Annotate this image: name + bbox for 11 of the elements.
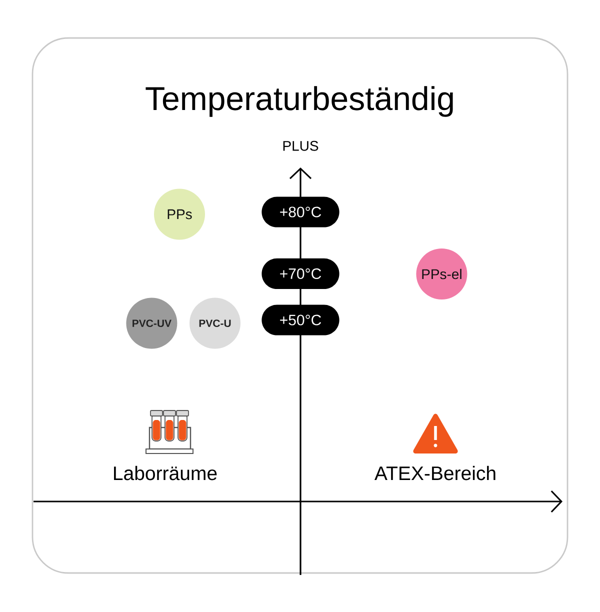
pill-node: +80°C [262,196,340,228]
axis-label: PLUS [283,140,318,151]
circle-node: PVC-UV [126,298,178,349]
title: Temperaturbeständig [146,86,453,117]
circle-node: PVC-U [190,298,240,349]
circle-node: PPs-el [416,248,468,300]
area-label: Laborräume [114,466,217,480]
circle-node: PPs [154,188,205,240]
area-label: ATEX-Bereich [374,466,496,480]
pill-node: +70°C [262,258,340,289]
pill-node: +50°C [262,304,340,336]
